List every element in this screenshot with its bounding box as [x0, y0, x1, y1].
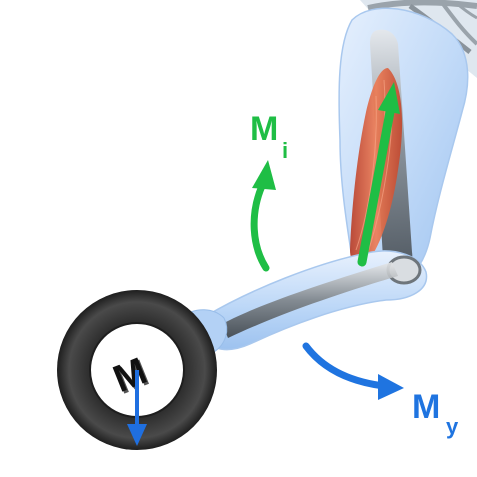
- arrow-down-icon: [127, 370, 147, 446]
- internal-moment-sub: i: [282, 138, 288, 163]
- external-moment-sub: y: [446, 414, 459, 439]
- internal-moment-main: M: [250, 110, 278, 148]
- curved-arrow-up-icon: [250, 160, 276, 272]
- arrow-up-icon: [357, 82, 400, 267]
- forearm-bones: [222, 262, 398, 338]
- external-moment-label: M y: [412, 388, 459, 439]
- curved-arrow-down-right-icon: [302, 342, 404, 400]
- internal-moment-label: M i: [250, 110, 288, 163]
- external-moment-main: M: [412, 388, 440, 426]
